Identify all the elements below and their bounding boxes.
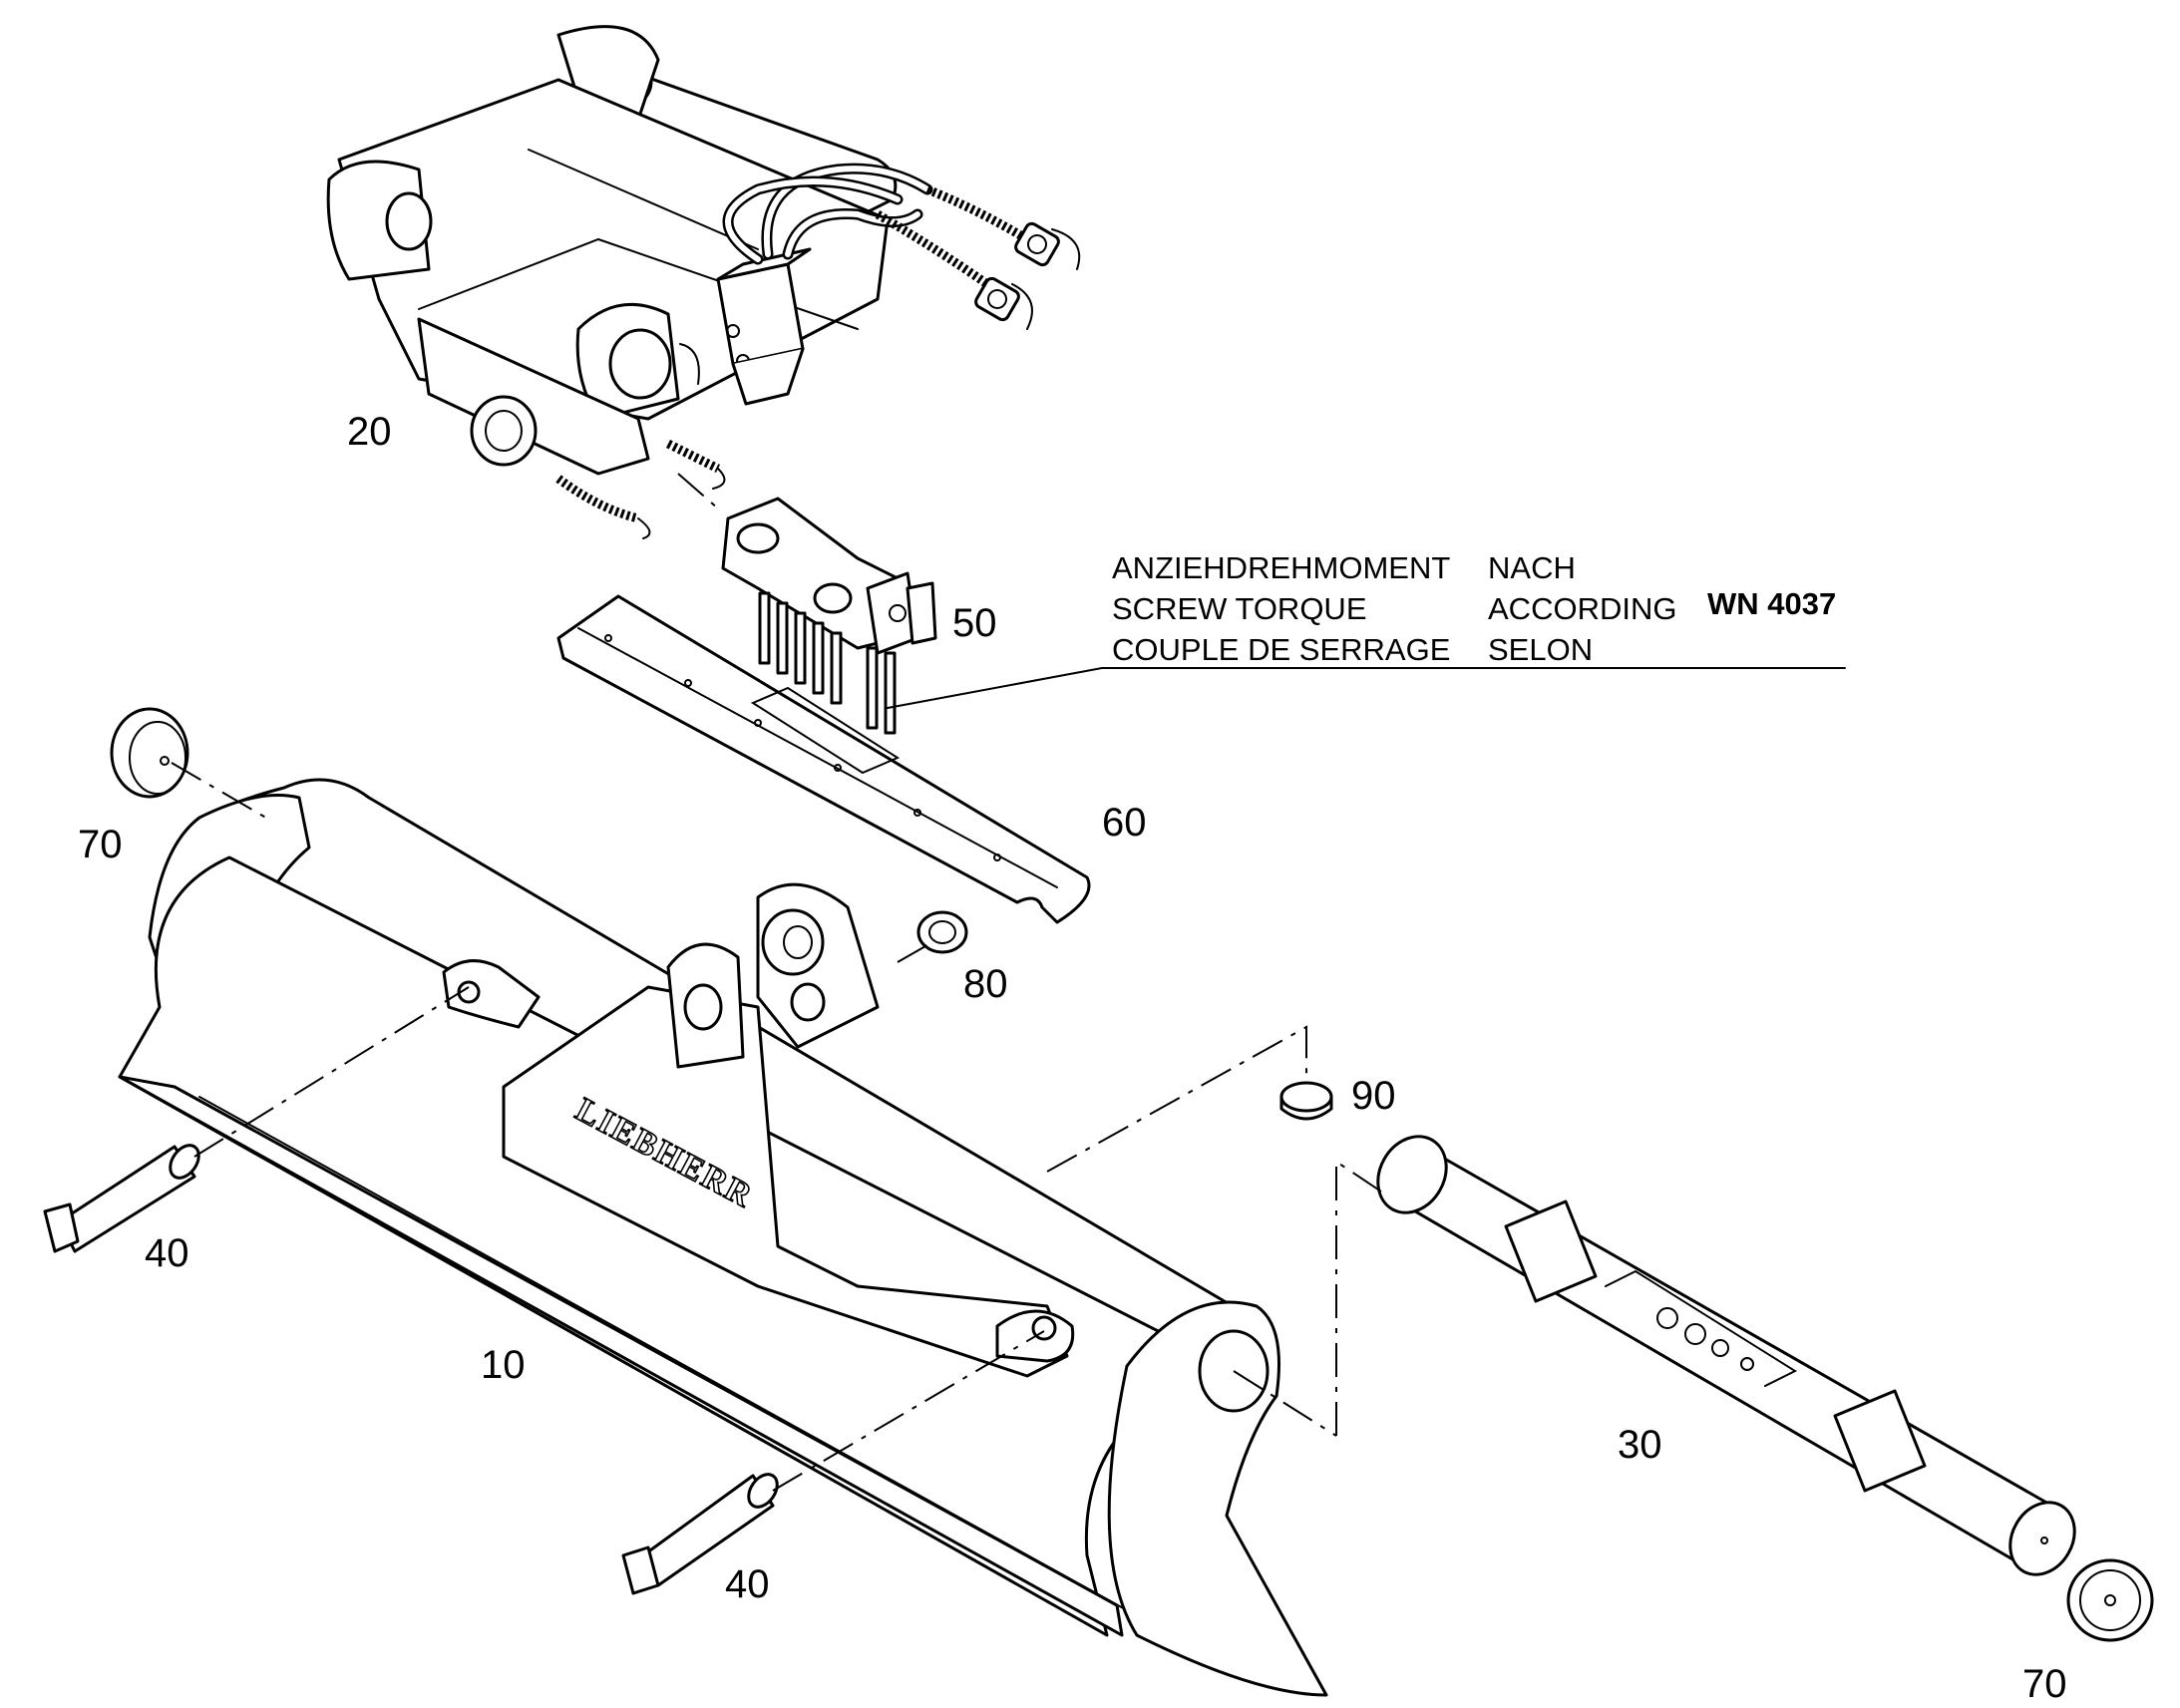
assembly-center-lines [171, 473, 1382, 1492]
part-50-bolts [758, 581, 937, 735]
part-40-bolt-right [621, 1473, 779, 1595]
part-20-quick-coupler [326, 25, 1081, 539]
callout-80: 80 [963, 962, 1008, 1006]
part-50-bolt-block [721, 497, 937, 735]
torque-note: ANZIEHDREHMOMENT NACH SCREW TORQUE ACCOR… [1112, 550, 1836, 667]
part-70-cap-left [110, 707, 189, 799]
part-40-bolt-left [43, 1144, 200, 1253]
part-90-bushing [1279, 1081, 1333, 1121]
part-30-pin [1376, 1135, 2076, 1576]
torque-note-term-fr: COUPLE DE SERRAGE [1112, 632, 1450, 667]
callout-70-right: 70 [2022, 1662, 2067, 1706]
torque-note-standard: WN 4037 [1707, 586, 1836, 621]
torque-note-term-en: SCREW TORQUE [1112, 591, 1367, 626]
callout-30: 30 [1618, 1423, 1662, 1467]
callout-40-right: 40 [725, 1562, 770, 1606]
part-60-wear-plate [556, 594, 1091, 924]
callout-70-left: 70 [78, 823, 123, 866]
callout-90: 90 [1351, 1074, 1396, 1118]
torque-note-term-de: ANZIEHDREHMOMENT [1112, 550, 1450, 585]
torque-note-word-de: NACH [1488, 550, 1576, 585]
torque-note-leader [887, 667, 1846, 709]
part-80-bushing [916, 910, 968, 954]
callout-40-left: 40 [145, 1231, 189, 1275]
torque-note-word-en: ACCORDING [1488, 591, 1676, 626]
callout-20: 20 [347, 410, 392, 454]
part-10-bucket: LIEBHERR [118, 778, 1328, 1697]
callout-10: 10 [481, 1343, 526, 1387]
torque-note-word-fr: SELON [1488, 632, 1593, 667]
part-70-cap-right [2066, 1558, 2154, 1642]
callout-60: 60 [1102, 801, 1147, 845]
callout-50: 50 [952, 601, 997, 645]
